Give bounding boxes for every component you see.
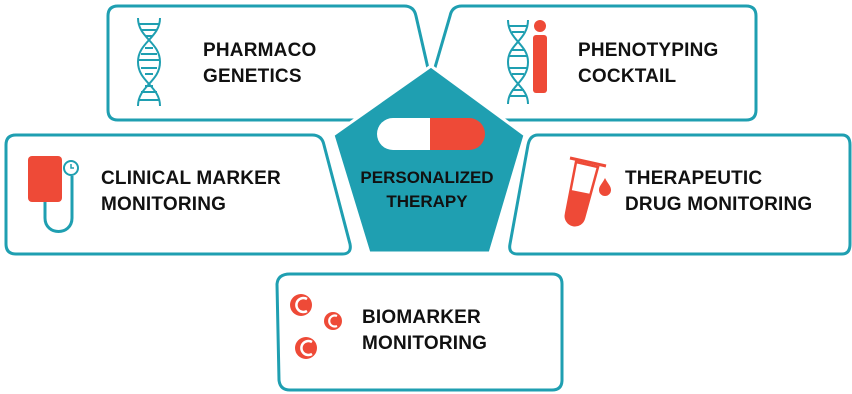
biomarker-line2: MONITORING <box>362 333 488 354</box>
phenotyping-line2: COCKTAIL <box>578 66 677 87</box>
phenotyping-label: PHENOTYPING COCKTAIL <box>578 38 719 90</box>
box-clinical <box>4 133 352 256</box>
blood-pressure-monitor-icon <box>28 156 79 233</box>
blood-cells-icon <box>290 294 342 359</box>
capsule-icon <box>377 118 485 150</box>
box-phenotyping <box>420 4 758 122</box>
clinical-label: CLINICAL MARKER MONITORING <box>101 166 281 218</box>
pharmacogenetics-label: PHARMACO GENETICS <box>203 38 317 90</box>
biomarker-label: BIOMARKER MONITORING <box>362 305 487 357</box>
tdm-line2: DRUG MONITORING <box>625 194 813 215</box>
center-pentagon <box>331 64 527 255</box>
tdm-label: THERAPEUTIC DRUG MONITORING <box>625 166 812 218</box>
clinical-line1: CLINICAL MARKER <box>101 168 281 189</box>
test-tube-drop-icon <box>564 156 611 227</box>
biomarker-line1: BIOMARKER <box>362 307 481 328</box>
pharmacogenetics-line1: PHARMACO <box>203 40 317 61</box>
center-label: PERSONALIZED THERAPY <box>340 166 514 214</box>
dna-icon <box>136 17 162 107</box>
clinical-line2: MONITORING <box>101 194 227 215</box>
center-label-line1: PERSONALIZED <box>360 168 494 187</box>
center-label-line2: THERAPY <box>386 192 468 211</box>
tdm-line1: THERAPEUTIC <box>625 168 763 189</box>
dna-person-icon <box>506 19 547 105</box>
box-biomarker <box>275 272 564 392</box>
pharmacogenetics-line2: GENETICS <box>203 66 302 87</box>
phenotyping-line1: PHENOTYPING <box>578 40 719 61</box>
